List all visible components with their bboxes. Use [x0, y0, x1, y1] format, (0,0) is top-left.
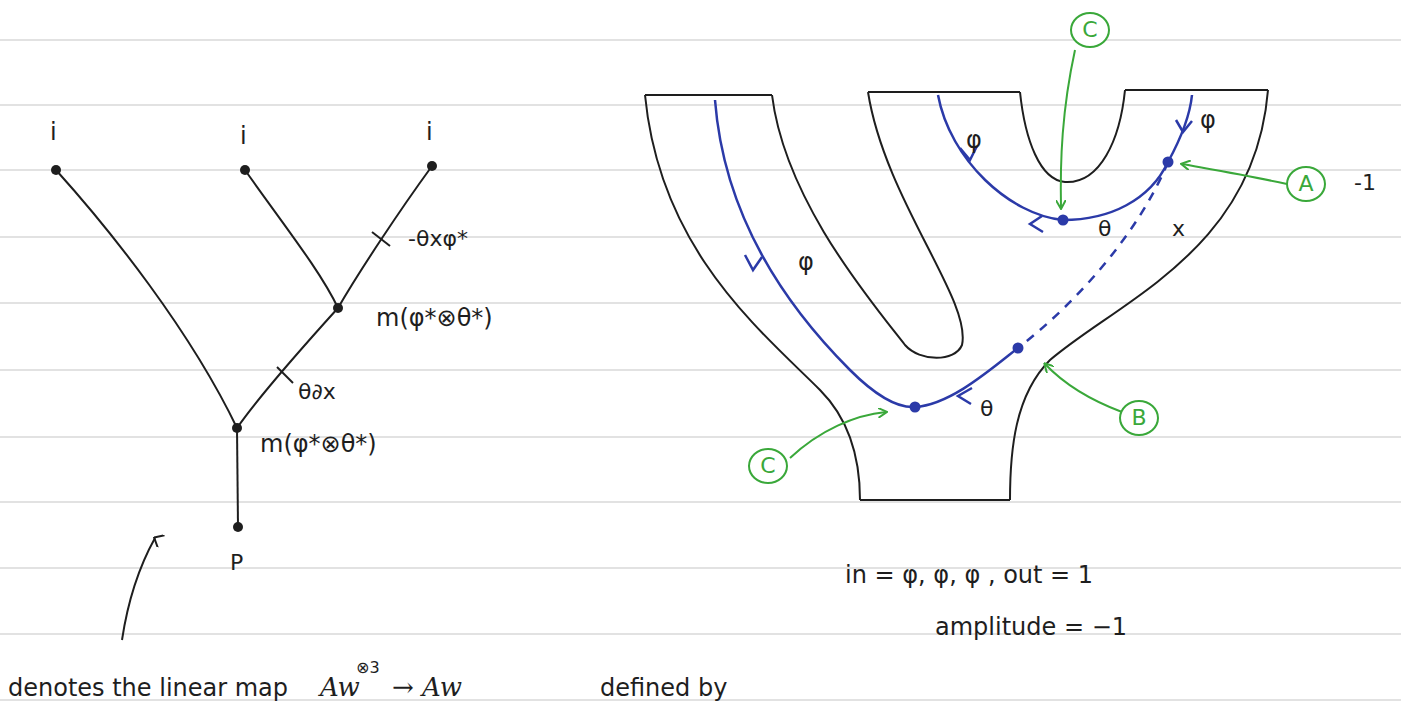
math-symbol: Aw [320, 674, 360, 700]
curve-label: φ [1200, 108, 1216, 132]
edge-label: -θxφ* [408, 228, 468, 250]
caption-text: denotes the linear map [8, 676, 288, 700]
callout-circle: A [1286, 166, 1326, 202]
leaf-label: i [50, 120, 57, 144]
callout-circle: C [748, 448, 788, 484]
curve-label: θ [980, 398, 993, 420]
edge-label: θ∂x [298, 381, 336, 403]
callout-letter: B [1131, 407, 1146, 429]
tree [56, 166, 432, 640]
leaf-label: i [240, 124, 247, 148]
callout-letter: C [1082, 19, 1097, 41]
curve-label: x [1172, 218, 1185, 240]
ruled-lines [0, 40, 1401, 700]
root-label: P [230, 552, 243, 574]
blue-dots [910, 157, 1174, 413]
curve-label: θ [1098, 218, 1111, 240]
vertex-label: m(φ*⊗θ*) [260, 432, 377, 456]
dashed-path [1018, 162, 1168, 348]
pants-surface [645, 90, 1268, 500]
amplitude-note: amplitude = −1 [935, 615, 1127, 639]
callout-letter: C [760, 455, 775, 477]
callout-letter: A [1298, 173, 1313, 195]
callout-circle: B [1119, 400, 1159, 436]
tree-vertices [51, 161, 437, 532]
blue-curves [715, 95, 1192, 407]
superscript: ⊗3 [356, 660, 380, 676]
curve-label: φ [798, 250, 814, 274]
math-symbol: → Aw [392, 674, 462, 700]
vertex-label: m(φ*⊗θ*) [376, 306, 493, 330]
curve-label: φ [966, 128, 982, 152]
caption-text: defined by [600, 676, 727, 700]
green-leaders [790, 50, 1287, 458]
boundary-note: in = φ, φ, φ , out = 1 [845, 563, 1093, 587]
callout-circle: C [1070, 12, 1110, 48]
leaf-label: i [426, 120, 433, 144]
sign-note: -1 [1354, 172, 1376, 194]
